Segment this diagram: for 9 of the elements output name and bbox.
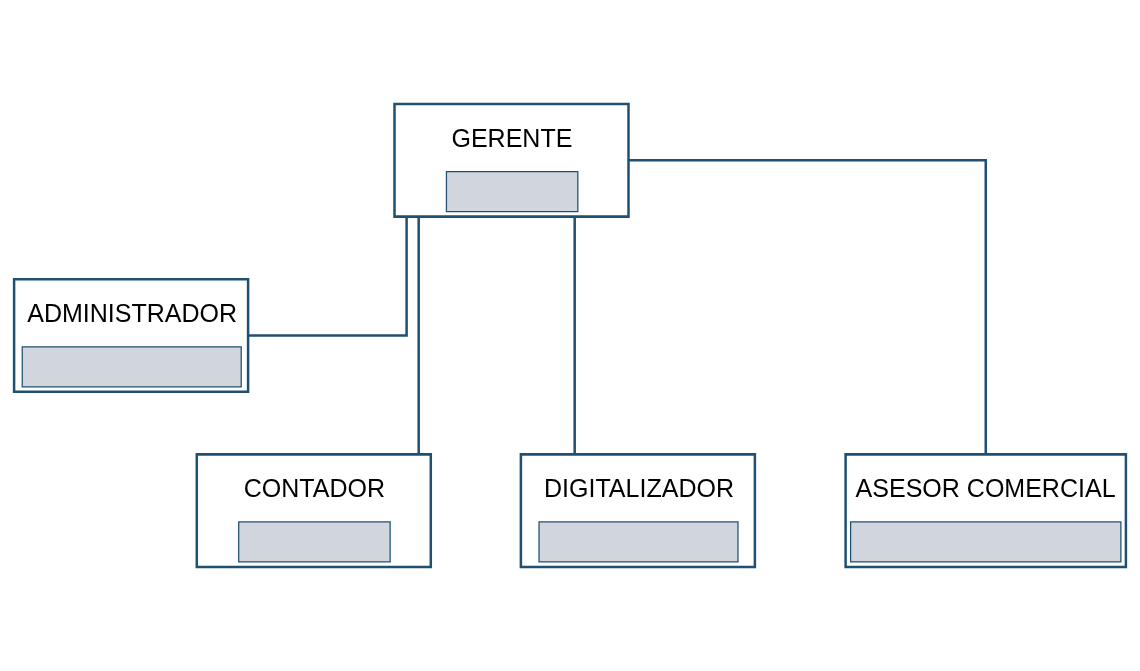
connector — [417, 217, 420, 455]
node-box: CONTADOR — [195, 453, 433, 569]
node-box: ADMINISTRADOR — [12, 277, 250, 394]
connector — [573, 217, 576, 455]
node-box: GERENTE — [393, 102, 630, 218]
connector — [248, 216, 408, 337]
connector — [628, 159, 987, 454]
node-box: ASESOR COMERCIAL — [844, 453, 1128, 569]
node-box: DIGITALIZADOR — [519, 453, 757, 569]
